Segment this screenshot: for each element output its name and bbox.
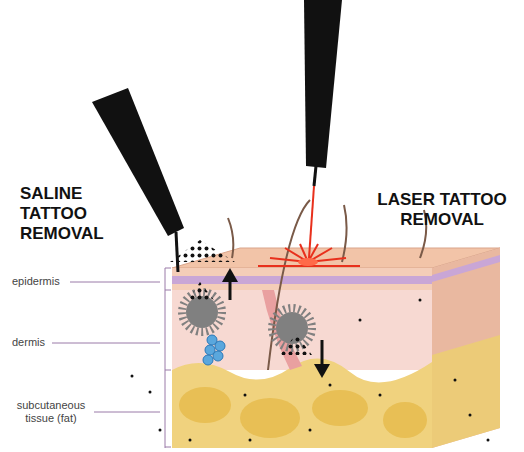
method-title: LASER TATTOO REMOVAL — [372, 190, 512, 230]
up-arrow — [229, 280, 232, 300]
up-arrow-head — [222, 268, 238, 282]
fat-layer — [172, 358, 432, 448]
ink-cluster — [276, 312, 308, 344]
ink-particles — [188, 282, 214, 300]
laser-beam — [309, 186, 314, 258]
down-arrow — [321, 340, 324, 366]
down-arrow-head — [314, 364, 330, 378]
method-title: SALINE TATTOO REMOVAL — [20, 184, 112, 244]
layer-label: epidermis — [12, 275, 68, 288]
layer-label: dermis — [12, 336, 50, 349]
laser-tip — [314, 166, 316, 186]
ink-particles — [170, 240, 235, 262]
ink-cluster — [186, 296, 218, 328]
laser-spot — [298, 258, 318, 266]
fat-cell — [312, 390, 368, 426]
dermis-layer — [172, 290, 432, 370]
layer-label: subcutaneous tissue (fat) — [10, 399, 92, 425]
fat-side — [432, 335, 500, 448]
epidermis-layer — [172, 268, 432, 290]
saline-pen — [92, 88, 184, 236]
lymph-vessel — [203, 335, 225, 365]
fat-cell — [240, 398, 300, 438]
skin-side — [432, 248, 500, 448]
fat-cell — [179, 387, 231, 423]
epidermis-band — [172, 276, 432, 284]
laser-pen — [304, 0, 342, 168]
ink-dots — [131, 299, 490, 442]
ink-particles — [280, 334, 312, 355]
epidermis-side — [432, 255, 500, 282]
hair — [342, 205, 347, 262]
fat-cell — [383, 402, 427, 438]
hair — [228, 218, 233, 258]
saline-needle — [176, 232, 178, 272]
